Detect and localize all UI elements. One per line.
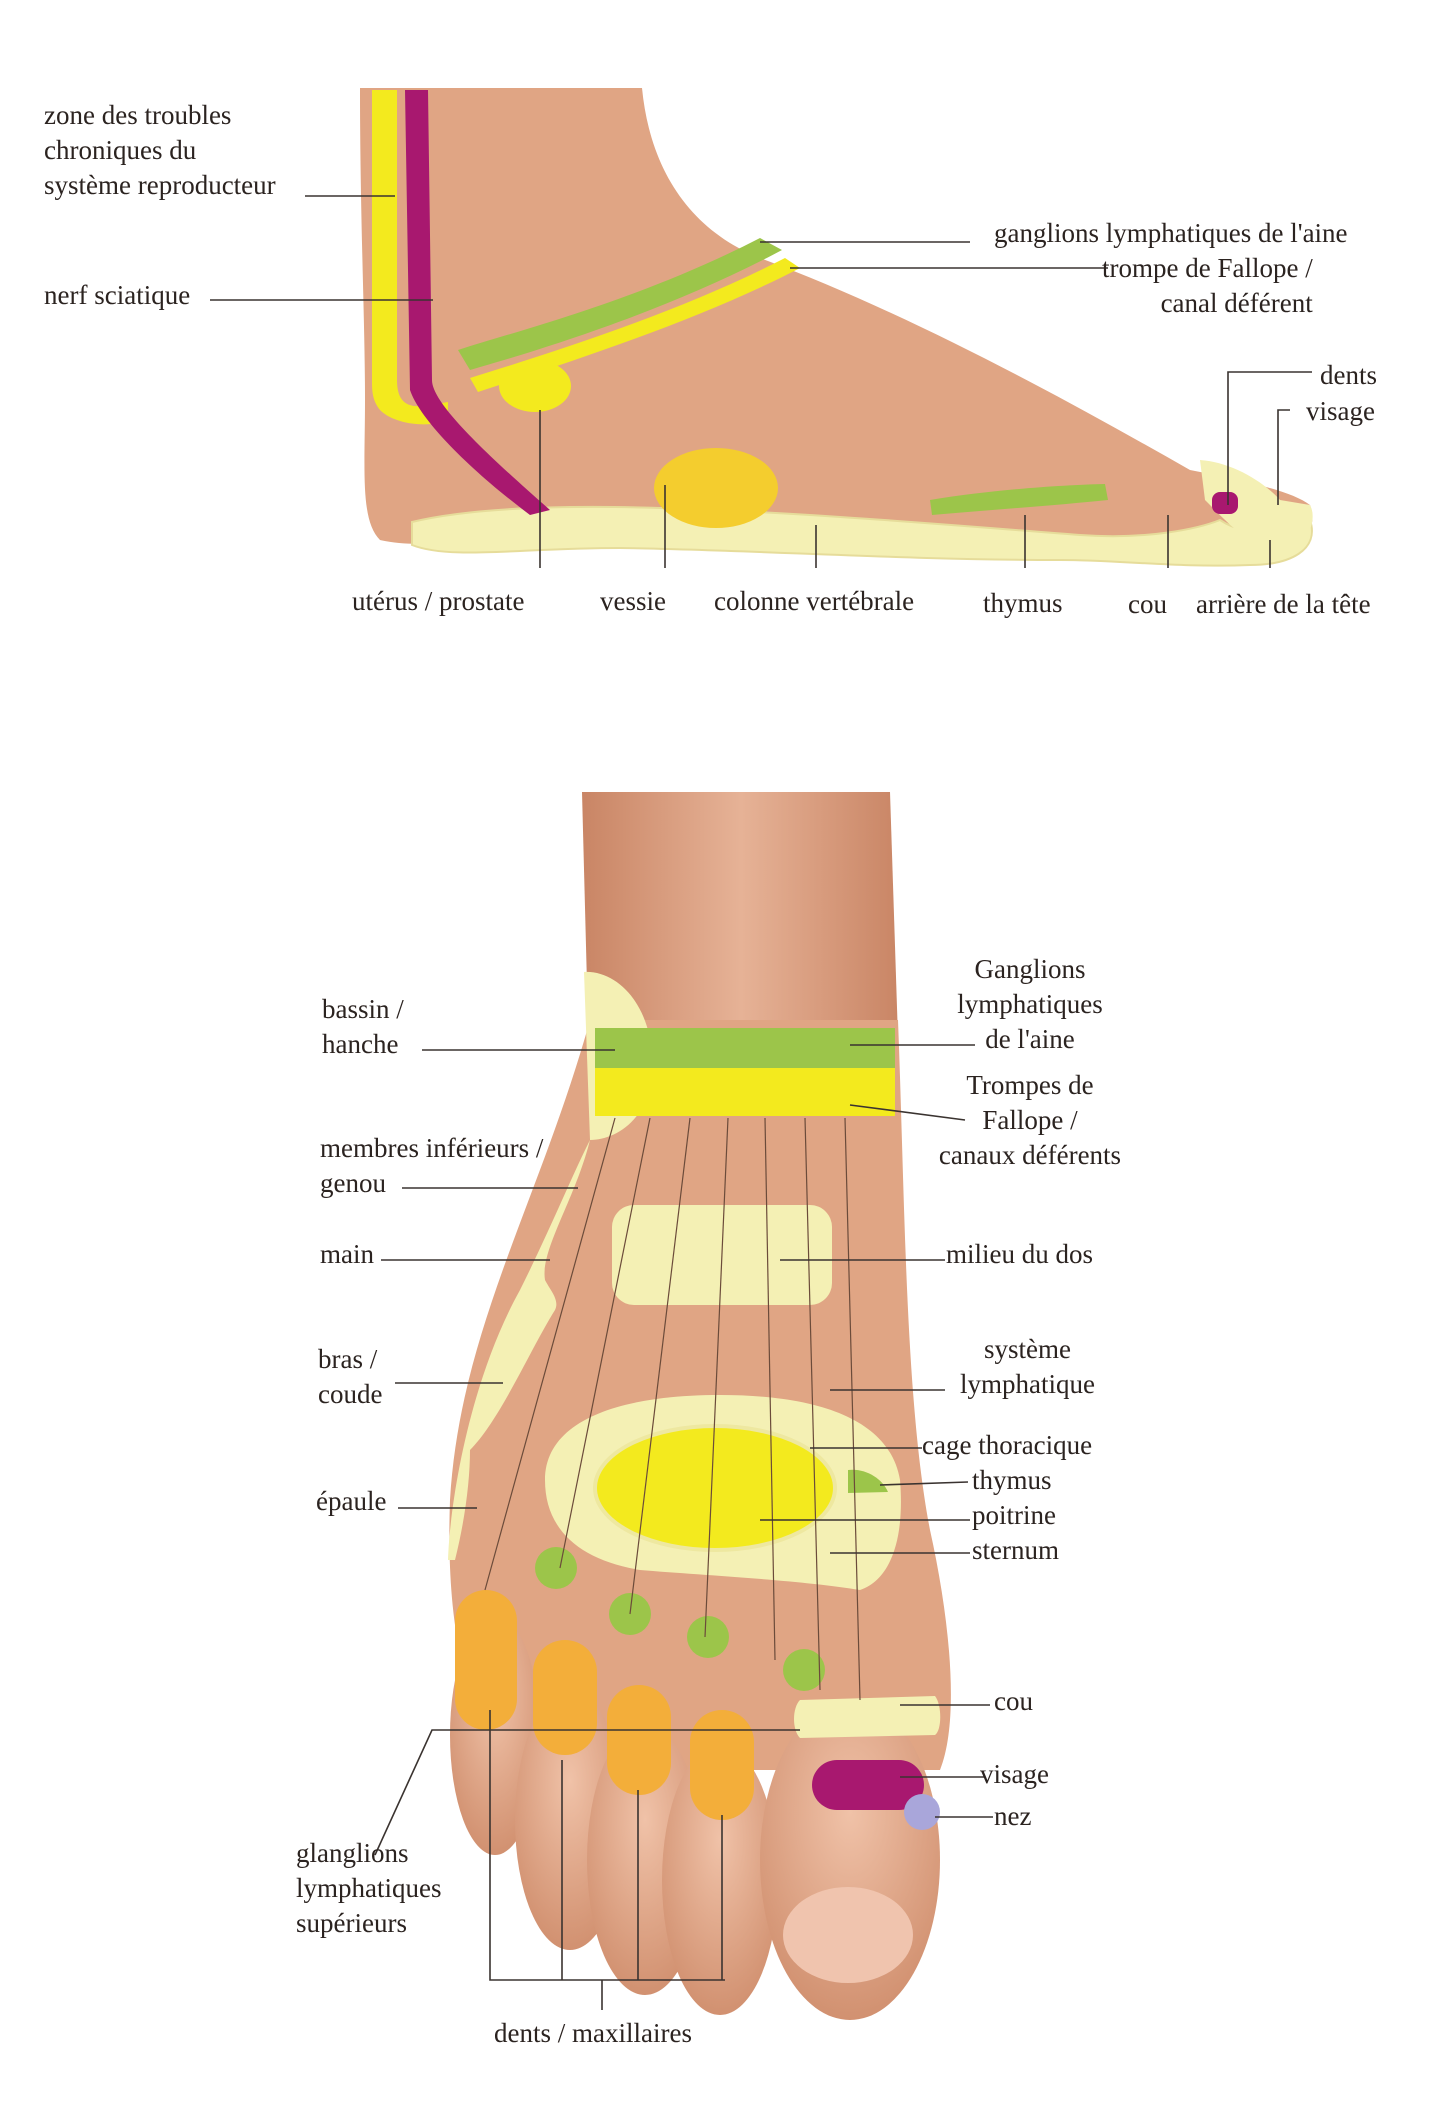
top-yellow-band — [595, 1068, 895, 1116]
label-neck-side: cou — [1128, 589, 1167, 619]
top-lymph-dot-3 — [687, 1616, 729, 1658]
label-pelvis-hip: bassin / hanche — [322, 994, 404, 1059]
label-back-of-head: arrière de la tête — [1196, 589, 1371, 619]
label-face-side: visage — [1306, 396, 1375, 426]
top-neck-band — [794, 1696, 941, 1738]
label-nose: nez — [994, 1801, 1032, 1831]
top-teeth-pad-4 — [533, 1640, 597, 1755]
label-shoulder: épaule — [316, 1486, 387, 1516]
label-fallopian-top: Trompes de Fallope / canaux déférents — [938, 1070, 1122, 1170]
label-arm-elbow: bras / coude — [318, 1344, 383, 1409]
top-green-band — [595, 1028, 895, 1068]
label-lower-limbs-knee: membres inférieurs / genou — [320, 1133, 544, 1198]
label-sternum: sternum — [972, 1535, 1059, 1565]
top-meridian-lines — [484, 1117, 861, 1701]
top-toenail-big — [783, 1887, 913, 1983]
side-uterus-spot — [499, 360, 571, 412]
side-bladder-spot — [654, 448, 778, 528]
label-lymph-system: système lymphatique — [960, 1334, 1095, 1399]
label-bladder: vessie — [600, 586, 666, 616]
label-chest: poitrine — [972, 1500, 1056, 1530]
label-groin-lymph-top: Ganglions lymphatiques de l'aine — [957, 954, 1103, 1054]
top-thymus-zone — [848, 1469, 888, 1493]
top-chest-zone — [593, 1424, 837, 1552]
label-upper-lymph: glanglions lymphatiques supérieurs — [296, 1838, 442, 1938]
label-mid-back: milieu du dos — [946, 1239, 1093, 1269]
label-spine: colonne vertébrale — [714, 586, 915, 616]
top-teeth-pad-2 — [690, 1710, 754, 1820]
label-uterus-prostate: utérus / prostate — [352, 586, 525, 616]
label-neck-top: cou — [994, 1686, 1033, 1716]
top-nose-zone — [904, 1794, 940, 1830]
side-yellow-band — [470, 258, 800, 392]
top-toe-2 — [662, 1745, 778, 2015]
side-leader-lines — [210, 195, 1312, 568]
top-face-zone — [812, 1760, 924, 1810]
label-sciatic-nerve: nerf sciatique — [44, 280, 191, 310]
top-leader-lines — [374, 1044, 993, 2010]
label-face-top: visage — [980, 1759, 1049, 1789]
label-groin-lymph-side: ganglions lymphatiques de l'aine — [994, 218, 1348, 248]
side-heel-yellow-band — [372, 90, 448, 425]
top-teeth-pad-5 — [455, 1590, 517, 1730]
top-lymph-dot-4 — [783, 1649, 825, 1691]
top-view-foot — [448, 792, 951, 2020]
label-hand: main — [320, 1239, 374, 1269]
label-teeth-side: dents — [1320, 360, 1377, 390]
label-thymus-side: thymus — [983, 588, 1063, 618]
side-foot-silhouette — [360, 88, 1313, 561]
top-lateral-zone — [448, 1140, 590, 1560]
top-lymph-dot-1 — [535, 1547, 577, 1589]
label-reproductive-chronic-zone: zone des troubles chroniques du système … — [44, 100, 276, 200]
label-teeth-jaws: dents / maxillaires — [494, 2018, 692, 2048]
label-rib-cage: cage thoracique — [922, 1430, 1093, 1460]
side-heel-magenta-band — [405, 90, 550, 515]
label-fallopian-side: trompe de Fallope / canal déférent — [1102, 253, 1313, 318]
side-view-foot — [360, 88, 1313, 567]
side-thymus-band — [930, 484, 1108, 515]
label-thymus-top: thymus — [972, 1465, 1052, 1495]
top-teeth-pad-3 — [607, 1685, 671, 1795]
side-face-spot — [1212, 492, 1238, 514]
side-green-band — [458, 238, 782, 370]
